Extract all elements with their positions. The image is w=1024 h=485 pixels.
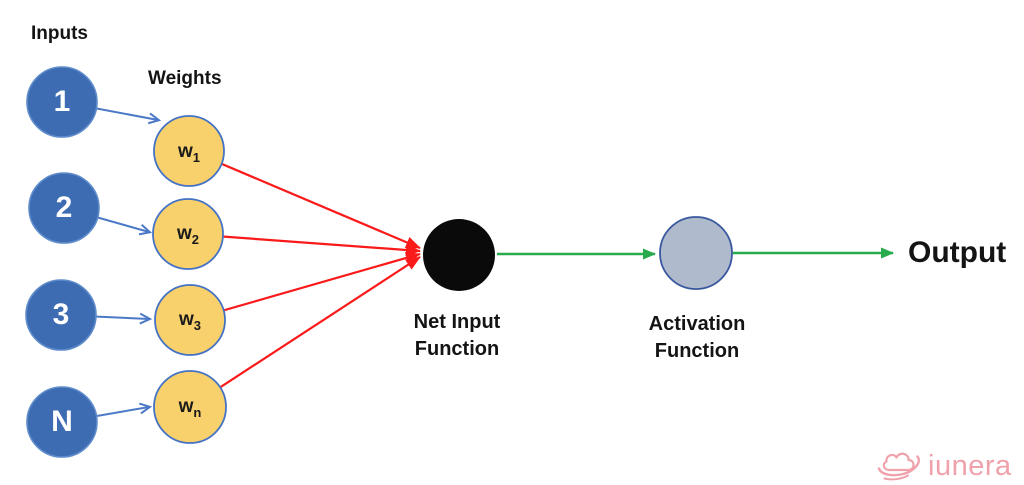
input-node-1 <box>26 66 98 138</box>
weight-node-w3-label: w3 <box>154 308 226 338</box>
iunera-logo: iunera <box>876 449 1012 482</box>
input-node-3-label: 3 <box>52 298 70 331</box>
input-node-N <box>26 386 98 458</box>
logo-text: iunera <box>928 449 1012 482</box>
input-node-2 <box>28 172 100 244</box>
weight-w1-base: w <box>177 141 193 162</box>
activation-label-line1: Activation <box>648 313 746 335</box>
arrow-w3-net <box>189 252 421 322</box>
arrow-w1-net <box>188 148 421 250</box>
weight-w1-sub: 1 <box>192 149 200 165</box>
cloud-ring-icon <box>877 452 920 481</box>
weight-w3-sub: 3 <box>193 317 201 333</box>
weight-node-w1 <box>153 115 225 187</box>
activation-node <box>659 216 733 290</box>
weight-w3-base: w <box>178 309 194 330</box>
activation-function-label: Activation Function <box>614 311 780 365</box>
weight-node-w3 <box>154 284 226 356</box>
arrow-w2-net <box>187 232 421 256</box>
weight-node-w2-label: w2 <box>152 222 224 252</box>
weight-node-w2 <box>152 198 224 270</box>
weight-wn-sub: n <box>193 404 202 420</box>
weight-to-net-arrows <box>187 148 421 408</box>
net-input-node <box>423 219 495 291</box>
input-nodes <box>25 66 100 458</box>
weight-wn-base: w <box>178 396 194 417</box>
input-node-3 <box>25 279 97 351</box>
weight-w2-sub: 2 <box>191 231 199 247</box>
input-node-1-label: 1 <box>53 85 71 118</box>
output-label: Output <box>908 236 1007 269</box>
input-node-N-label: N <box>51 405 73 438</box>
input-to-weight-arrows <box>60 101 162 423</box>
net-input-label-line1: Net Input <box>413 311 501 333</box>
weight-nodes <box>152 115 227 444</box>
weight-node-wn-label: wn <box>154 395 226 425</box>
weight-node-w1-label: w1 <box>153 140 225 170</box>
inputs-heading: Inputs <box>31 23 88 44</box>
arrow-wn-net <box>189 256 421 408</box>
weights-heading: Weights <box>148 68 222 89</box>
activation-label-line2: Function <box>654 340 740 362</box>
weight-w2-base: w <box>176 223 192 244</box>
net-input-function-label: Net Input Function <box>374 309 540 363</box>
input-node-2-label: 2 <box>55 191 73 224</box>
output-flow-arrows <box>497 247 894 260</box>
weight-node-wn <box>153 370 227 444</box>
net-input-label-line2: Function <box>414 338 500 360</box>
